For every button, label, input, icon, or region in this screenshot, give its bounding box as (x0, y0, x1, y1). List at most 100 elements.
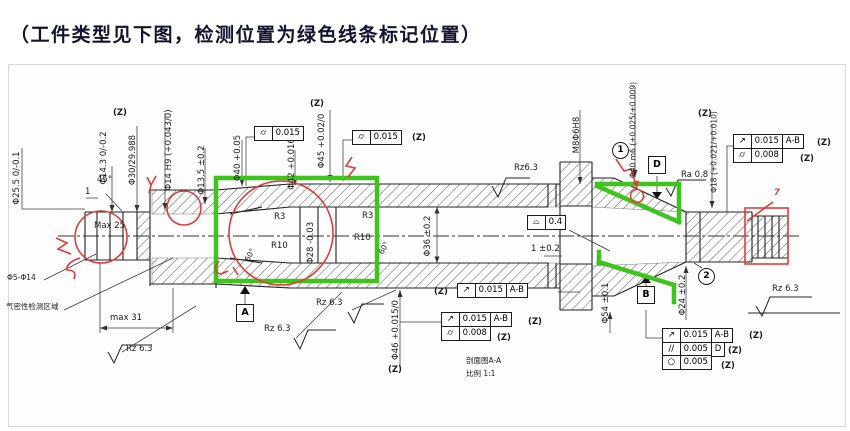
z-ref-2: (Z) (310, 99, 324, 109)
red-arrow (615, 158, 638, 189)
red-circle-collar (166, 190, 202, 226)
shaft-outline (84, 161, 789, 311)
dim-max31: max 31 (110, 313, 143, 323)
z-ref-4: (Z) (388, 365, 402, 375)
surface-ra08: Ra 0.8 (681, 170, 709, 180)
dim-chamfer-len: 1 (85, 187, 91, 197)
z-ref-fcf-r1: (Z) (817, 138, 831, 148)
dim-phi42: Φ42 +0.016 (286, 138, 297, 190)
cylindricity-icon: ⌭ (351, 129, 371, 145)
red-circle-cone (228, 180, 334, 286)
balloon-1: 1 (612, 142, 629, 159)
fcf-datum: A-B (781, 133, 805, 149)
dim-phi36: Φ36 ±0.2 (422, 215, 433, 257)
cylindricity-icon: ⌭ (732, 147, 752, 163)
dim-phi54: Φ54 ±0.1 (600, 282, 611, 324)
fcf-value: 0.015 (458, 311, 491, 327)
dim-phi40m6: Φ40 m6 (+0.025/+0.009) (628, 81, 638, 179)
z-ref-fcf-mb2: (Z) (497, 333, 511, 343)
z-ref-fcf-br1: (Z) (749, 331, 763, 341)
dim-m8: M8Φ6H8 (571, 116, 582, 154)
fcf-mid-bottom: ↗ 0.015 A-B ⌭ 0.008 (440, 311, 513, 341)
dim-phi24: Φ24 ±0.2 (677, 274, 688, 316)
z-ref-fcf-br2: (Z) (728, 346, 742, 356)
fcf-bottom-right: ↗ 0.015 A-B // 0.005 D ○ 0.005 (661, 327, 734, 371)
datum-a-box: A (236, 304, 254, 322)
green-box-left (213, 175, 380, 284)
fcf-right-top: ↗ 0.015 A-B ⌭ 0.008 (732, 133, 805, 163)
note-scale: 比例 1:1 (466, 369, 496, 378)
fcf-value: 0.015 (271, 125, 304, 141)
fcf-crowning: ⌓ 0.4 (526, 214, 567, 230)
parallelism-icon: // (661, 341, 681, 357)
dim-phi30: Φ30/29.988 (127, 134, 138, 186)
dim-r3-right: R3 (362, 211, 374, 221)
fcf-value: 0.015 (369, 129, 402, 145)
roundness-icon: ○ (661, 355, 681, 371)
crowning-icon: ⌓ (526, 214, 546, 230)
fcf-value: 0.015 (679, 327, 712, 343)
dim-phi46: Φ46 +0.015/0 (390, 300, 401, 360)
runout-icon: ↗ (661, 327, 681, 343)
note-section-aa: 剖面图A-A (466, 356, 502, 365)
red-squiggle-3 (146, 175, 157, 194)
dim-phi45: Φ45 +0.02/0 (316, 113, 327, 169)
red-squiggle-5 (214, 260, 239, 276)
fcf-value: 0.008 (458, 325, 491, 341)
red-squiggle-4 (344, 156, 357, 178)
z-ref-fcf-mid: (Z) (412, 133, 426, 143)
fcf-datum: A-B (505, 282, 529, 298)
surface-rz63-left: Rz 6.3 (126, 344, 153, 354)
fcf-mid-top: ↗ 0.015 A-B (456, 282, 529, 298)
z-ref-fcf-r2: (Z) (800, 154, 814, 164)
fcf-value: 0.4 (544, 214, 567, 230)
z-ref-fcf-br3: (Z) (721, 361, 735, 371)
surface-finish-icons (107, 177, 840, 365)
cylindricity-icon: ⌭ (253, 125, 273, 141)
surface-rz63-mid1: Rz 6.3 (264, 324, 291, 334)
fcf-datum: A-B (710, 327, 734, 343)
dim-phi18: Φ18 (+0.021/+0.010) (709, 111, 719, 193)
z-ref-1: (Z) (113, 108, 127, 118)
runout-icon: ↗ (440, 311, 460, 327)
fcf-value: 0.015 (750, 133, 783, 149)
dim-max25: Max 25 (94, 221, 126, 231)
runout-icon: ↗ (732, 133, 752, 149)
note-airtight-zone: 气密性检测区域 (6, 302, 59, 311)
z-ref-fcf-midtop: (Z) (434, 287, 448, 297)
page-title: （工件类型见下图，检测位置为绿色线条标记位置） (10, 24, 482, 46)
z-ref-3: (Z) (698, 109, 712, 119)
dim-chamfer-angle: 45° (97, 175, 113, 185)
fcf-value: 0.005 (679, 355, 712, 371)
fcf-cylindricity-left: ⌭ 0.015 (253, 125, 304, 141)
red-mark-label: 7 (774, 188, 780, 198)
runout-icon: ↗ (456, 282, 476, 298)
green-inspection-marks (213, 175, 682, 305)
fcf-datum: A-B (489, 311, 513, 327)
datum-b-box: B (637, 286, 655, 304)
cylindricity-icon: ⌭ (440, 325, 460, 341)
fcf-value: 0.008 (750, 147, 783, 163)
dimension-lines (21, 88, 735, 366)
red-leader (746, 201, 774, 222)
dim-phi25-5: Φ25.5 0/-0.1 (11, 151, 22, 205)
datum-triangles (240, 192, 662, 294)
datum-d-box: D (648, 156, 666, 174)
fcf-datum: D (710, 341, 726, 357)
red-circle-taper (629, 188, 645, 204)
note-phi5-14: Φ5-Φ14 (7, 273, 36, 282)
dim-r10-left: R10 (271, 241, 288, 251)
fcf-cylindricity-mid: ⌭ 0.015 (351, 129, 402, 145)
fcf-value: 0.015 (474, 282, 507, 298)
dim-phi14h9: Φ14 H9 (+0.043/0) (163, 109, 174, 191)
fcf-value: 0.005 (679, 341, 712, 357)
z-ref-fcf-mb1: (Z) (528, 317, 542, 327)
balloon-2: 2 (698, 268, 715, 285)
dim-phi28: Φ28 -0.03 (305, 221, 316, 265)
green-taper-bottom (596, 259, 677, 288)
red-circle-left-end (74, 210, 128, 264)
surface-rz63-mid2: Rz 6.3 (316, 298, 343, 308)
surface-rz63-center: Rz6.3 (514, 163, 538, 173)
